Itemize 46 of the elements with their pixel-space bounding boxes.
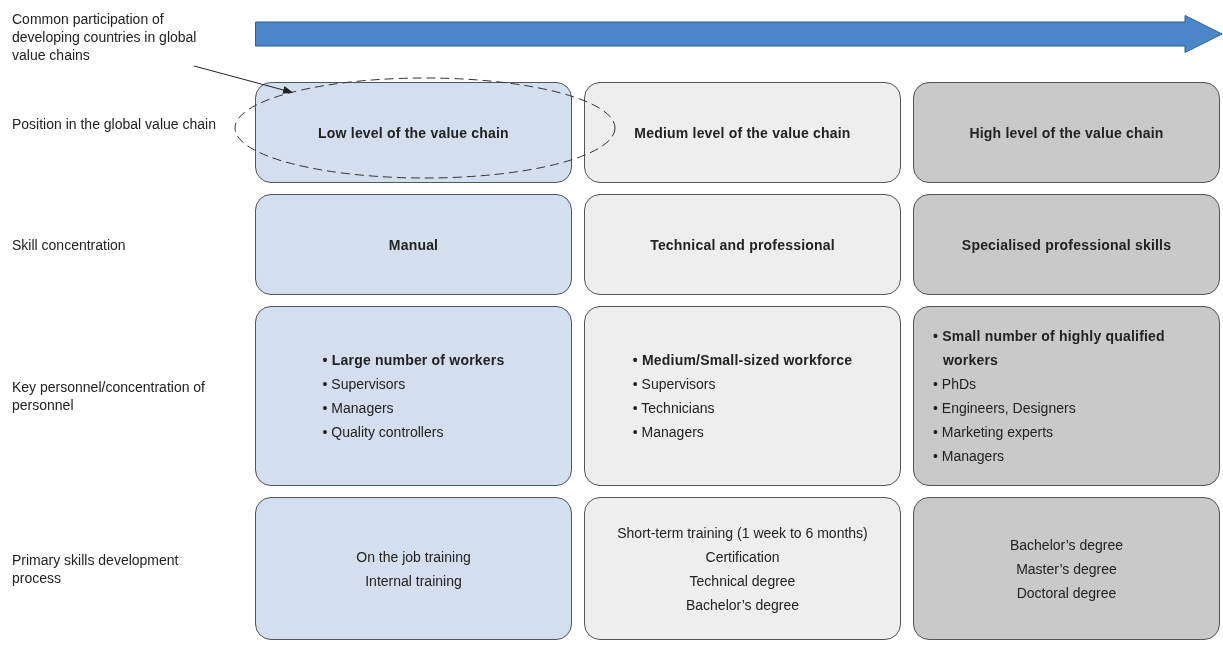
card-text: Master’s degree <box>1016 559 1117 579</box>
card-text: Certification <box>705 547 780 567</box>
card-text: High level of the value chain <box>969 123 1164 143</box>
row-label: Primary skills development process <box>12 550 180 587</box>
row-label: Skill concentration <box>12 235 127 254</box>
bullet-item: • Engineers, Designers <box>933 399 1077 418</box>
card-text: Bachelor’s degree <box>685 595 800 615</box>
bullet-item: • Medium/Small-sized workforce <box>632 351 853 370</box>
value-chain-card <box>584 306 901 486</box>
card-text: Specialised professional skills <box>961 235 1172 255</box>
card-text: Technical and professional <box>650 235 835 255</box>
value-chain-card <box>584 82 901 183</box>
card-text: Technical degree <box>689 571 796 591</box>
bullet-item: • Technicians <box>632 399 716 418</box>
bullet-item: • Quality controllers <box>322 423 445 442</box>
value-chain-card <box>255 194 572 295</box>
value-chain-card <box>913 306 1220 486</box>
leader-arrow <box>193 65 293 94</box>
value-chain-card <box>913 82 1220 183</box>
bullet-item: • Managers <box>322 399 395 418</box>
bullet-item: • Supervisors <box>632 375 717 394</box>
bullet-item: • Managers <box>632 423 705 442</box>
bullet-item: • Managers <box>933 447 1006 466</box>
card-text: Bachelor’s degree <box>1009 535 1124 555</box>
card-text: Short-term training (1 week to 6 months) <box>617 523 868 543</box>
row-label: Key personnel/concentration of personnel <box>12 378 206 414</box>
card-text: Low level of the value chain <box>318 123 509 143</box>
value-chain-card <box>913 194 1220 295</box>
callout-text: Common participation of developing countries in global value chains <box>12 10 202 64</box>
value-chain-card <box>913 497 1220 640</box>
card-text: Internal training <box>365 571 462 591</box>
bullet-item: • Supervisors <box>322 375 407 394</box>
value-chain-card <box>584 194 901 295</box>
value-chain-card <box>584 497 901 640</box>
bullet-item: • Small number of highly qualified workers <box>933 327 1166 370</box>
bullet-item: • Marketing experts <box>933 423 1055 442</box>
value-chain-card <box>255 497 572 640</box>
card-text: Doctoral degree <box>1016 583 1117 603</box>
card-text: On the job training <box>356 547 471 567</box>
card-text: Medium level of the value chain <box>634 123 851 143</box>
card-text: Manual <box>388 235 439 255</box>
row-label: Position in the global value chain <box>12 114 217 133</box>
value-chain-card <box>255 306 572 486</box>
bullet-item: • Large number of workers <box>322 351 505 370</box>
dashed-ellipse <box>233 76 617 180</box>
bullet-item: • PhDs <box>933 375 978 394</box>
